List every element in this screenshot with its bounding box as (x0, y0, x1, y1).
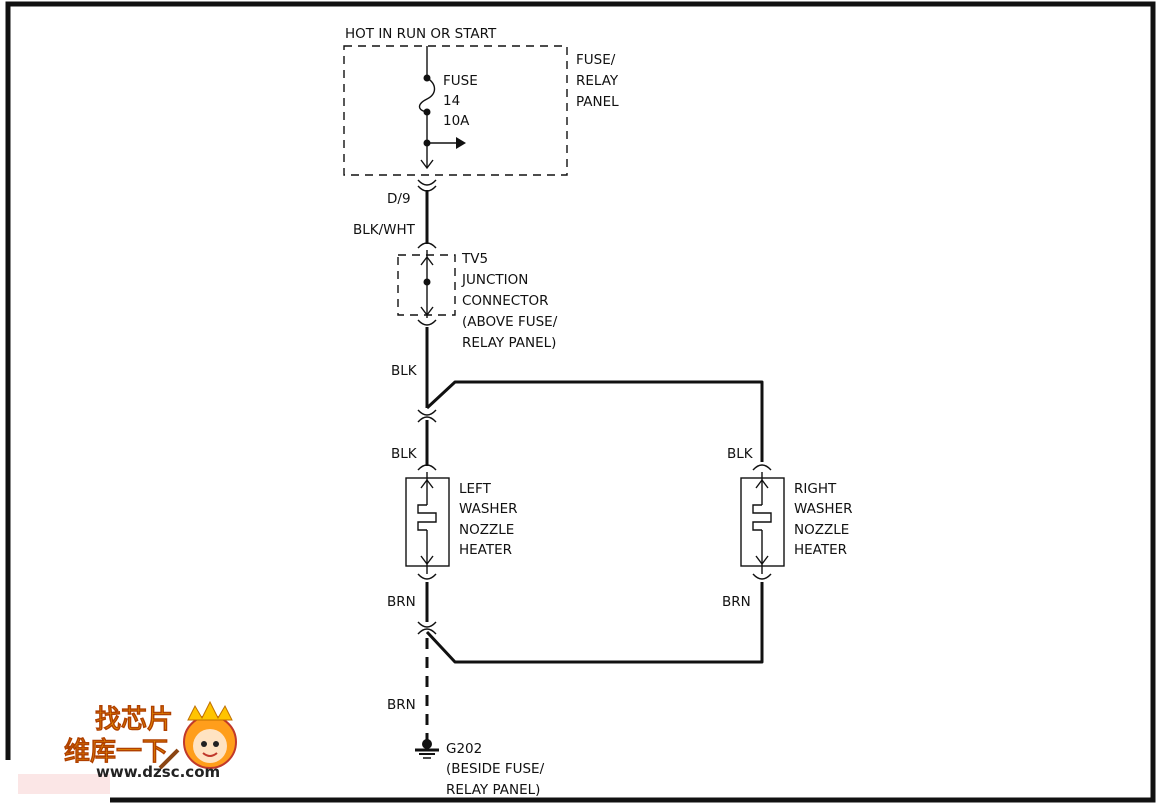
junction-label-4: (ABOVE FUSE/ (462, 314, 558, 330)
splice-connector-upper (417, 409, 437, 423)
right-heater-label-2: WASHER (794, 501, 852, 517)
right-heater-label-3: NOZZLE (794, 522, 849, 538)
wire-blk-wht-label: BLK/WHT (353, 222, 416, 238)
mascot-icon (158, 700, 237, 770)
watermark-title: 维库一下 (64, 736, 168, 767)
junction-label-1: TV5 (461, 251, 488, 267)
ground-label-2: (BESIDE FUSE/ (446, 761, 545, 777)
ground-g202-symbol (415, 739, 439, 759)
left-heater-label-2: WASHER (459, 501, 517, 517)
wire-blk-right-label: BLK (727, 446, 754, 462)
fuse-label-3: 10A (443, 113, 470, 129)
tv5-junction-connector (397, 242, 456, 326)
junction-label-3: CONNECTOR (462, 293, 548, 309)
wire-brn-right-label: BRN (722, 594, 751, 610)
fuse-panel-label-1: FUSE/ (576, 52, 616, 68)
junction-label-2: JUNCTION (461, 272, 528, 288)
wire-blk-label-2: BLK (391, 446, 418, 462)
right-washer-nozzle-heater (740, 464, 785, 580)
wire-brn-ground-label: BRN (387, 697, 416, 713)
right-heater-label-4: HEATER (794, 542, 847, 558)
right-heater-label-1: RIGHT (794, 481, 837, 497)
wire-blk-right-branch (425, 380, 764, 462)
fuse-label-1: FUSE (443, 73, 478, 89)
splice-connector-lower (417, 621, 437, 635)
wire-blk-label-1: BLK (391, 363, 418, 379)
wire-brn-left-label: BRN (387, 594, 416, 610)
supply-label: HOT IN RUN OR START (345, 26, 497, 42)
connector-d9 (417, 179, 437, 192)
junction-label-5: RELAY PANEL) (462, 335, 556, 351)
left-heater-label-1: LEFT (459, 481, 492, 497)
fuse-panel-label-2: RELAY (576, 73, 619, 89)
watermark-url: www.dzsc.com (96, 763, 220, 781)
watermark-badge: 找芯片 (95, 705, 173, 735)
ground-label-3: RELAY PANEL) (446, 782, 540, 798)
ground-label-1: G202 (446, 741, 482, 757)
fuse-14-symbol (418, 46, 466, 170)
left-heater-label-3: NOZZLE (459, 522, 514, 538)
diagram-border (5, 1, 1156, 803)
wire-brn-right-branch (425, 582, 764, 664)
dzsc-watermark-logo: 找芯片 维库一下 www.dzsc.com (18, 700, 237, 794)
left-heater-label-4: HEATER (459, 542, 512, 558)
fuse-label-2: 14 (443, 93, 460, 109)
connector-d9-label: D/9 (387, 191, 411, 207)
left-washer-nozzle-heater (405, 464, 450, 580)
fuse-relay-panel-box (343, 45, 568, 176)
fuse-panel-label-3: PANEL (576, 94, 619, 110)
